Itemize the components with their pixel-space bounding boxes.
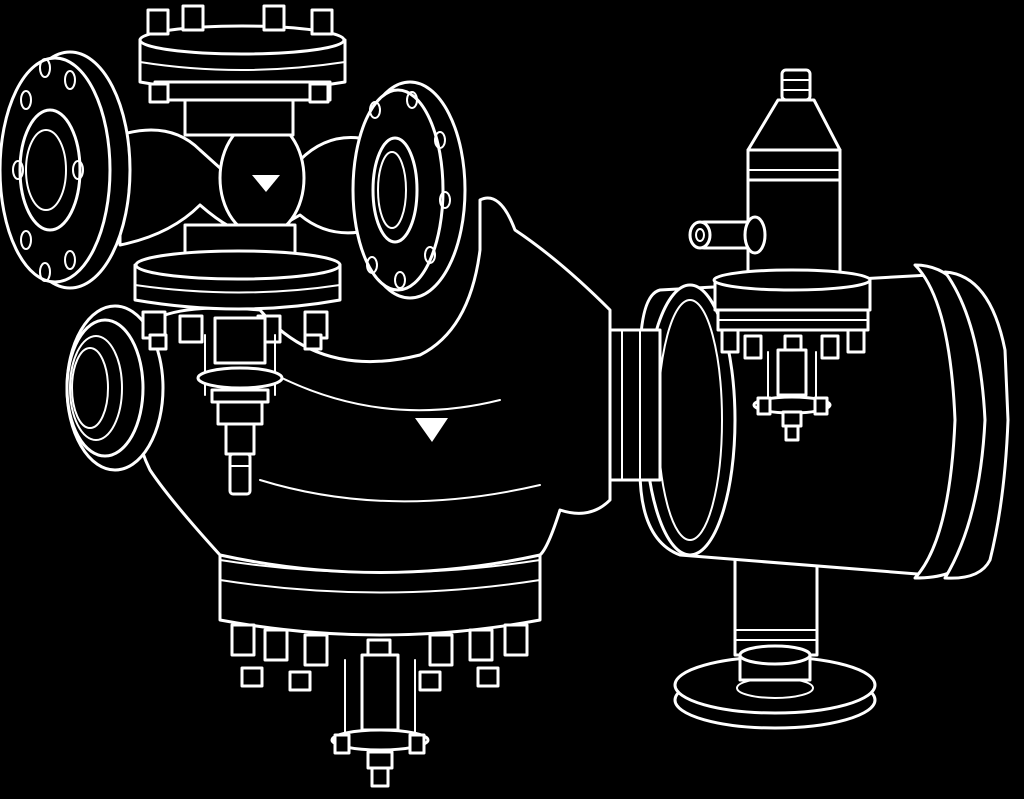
top-relief-fitting bbox=[688, 68, 842, 282]
flow-arrow-main-body bbox=[415, 418, 448, 442]
bottom-drain-assembly bbox=[330, 653, 430, 788]
upper-valve bbox=[0, 4, 467, 496]
connecting-nipple bbox=[603, 328, 662, 482]
vessel-top-flange bbox=[712, 268, 872, 332]
upper-valve-lower-bolts bbox=[141, 310, 329, 351]
left-inlet-port bbox=[65, 304, 165, 472]
upper-valve-body bbox=[118, 128, 372, 247]
upper-valve-stem bbox=[196, 316, 284, 496]
flow-arrow-upper-valve bbox=[252, 175, 280, 192]
upper-valve-left-flange bbox=[0, 50, 132, 290]
right-separator-vessel bbox=[603, 68, 1010, 730]
main-valve-body bbox=[65, 196, 612, 788]
vessel-cover-bolts bbox=[720, 328, 866, 360]
upper-valve-bonnet bbox=[138, 24, 347, 137]
vessel-drain-assembly bbox=[752, 348, 832, 442]
upper-bonnet-bolts bbox=[146, 4, 334, 104]
bottom-outlet-flange bbox=[673, 644, 877, 730]
upper-valve-right-flange bbox=[351, 80, 467, 300]
main-casing bbox=[130, 196, 612, 574]
upper-valve-lower-flange bbox=[133, 223, 342, 311]
